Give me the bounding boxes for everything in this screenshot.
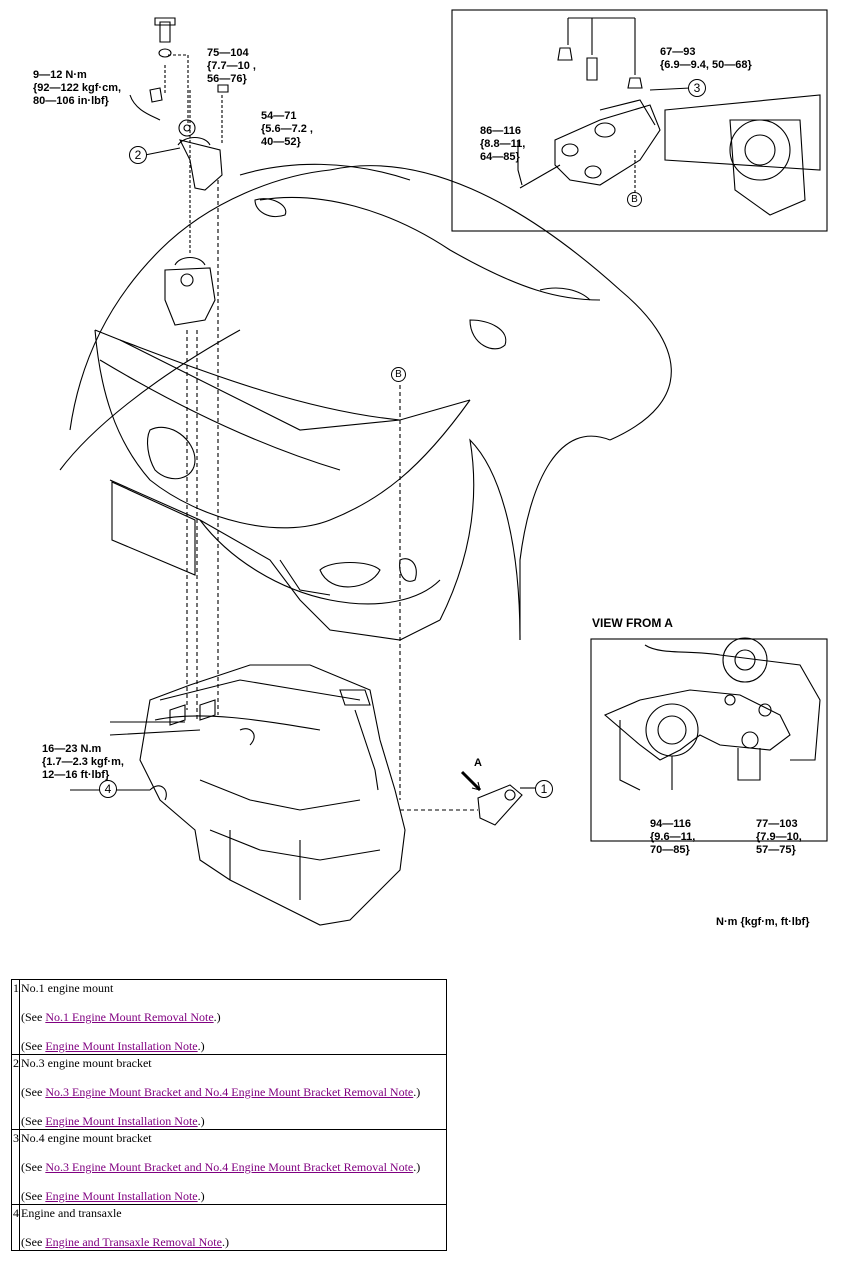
note-prefix: (See: [21, 1039, 46, 1053]
note-link[interactable]: No.3 Engine Mount Bracket and No.4 Engin…: [45, 1085, 414, 1099]
note-suffix: .): [197, 1189, 205, 1203]
part-description: No.1 engine mount (See No.1 Engine Mount …: [19, 979, 447, 1055]
note-link[interactable]: Engine Mount Installation Note: [45, 1039, 198, 1053]
line-art: [59, 9, 828, 926]
note-suffix: .): [221, 1235, 229, 1249]
part-number: 2: [11, 1054, 20, 1130]
arrow-a-label: A: [474, 757, 482, 769]
part-name: No.4 engine mount bracket: [21, 1131, 152, 1145]
torque-label-nut-top: 54—71{5.6—7.2 ,40—52}: [261, 110, 313, 148]
inset-frame-view-a: [590, 638, 828, 842]
part-note: (See Engine Mount Installation Note.): [21, 1189, 446, 1204]
part-number: 4: [11, 1204, 20, 1251]
part-name: Engine and transaxle: [21, 1206, 122, 1220]
view-from-a-heading: VIEW FROM A: [592, 616, 673, 630]
note-link[interactable]: Engine Mount Installation Note: [45, 1189, 198, 1203]
torque-label-view-a-left: 94—116{9.6—11,70—85}: [650, 818, 696, 856]
engine-mount-mid: [164, 256, 216, 326]
view-a-parts: [603, 637, 821, 791]
note-prefix: (See: [21, 1010, 46, 1024]
callout-3: 3: [688, 79, 706, 97]
part-note: (See No.3 Engine Mount Bracket and No.4 …: [21, 1160, 446, 1175]
mount-bracket-top: [129, 17, 229, 255]
note-prefix: (See: [21, 1235, 46, 1249]
part-name: No.1 engine mount: [21, 981, 114, 995]
part-note: (See Engine Mount Installation Note.): [21, 1114, 446, 1129]
note-suffix: .): [413, 1160, 421, 1174]
callout-4: 4: [99, 780, 117, 798]
note-link[interactable]: No.3 Engine Mount Bracket and No.4 Engin…: [45, 1160, 414, 1174]
torque-label-ground-bolt: 9—12 N·m{92—122 kgf·cm,80—106 in·lbf}: [33, 69, 122, 107]
note-suffix: .): [197, 1114, 205, 1128]
note-link[interactable]: Engine and Transaxle Removal Note: [45, 1235, 222, 1249]
torque-label-engine-bolts: 16—23 N.m{1.7—2.3 kgf·m,12—16 ft·lbf}: [42, 743, 124, 781]
part-note: (See Engine and Transaxle Removal Note.): [21, 1235, 446, 1250]
torque-label-view-a-right: 77—103{7.9—10,57—75}: [756, 818, 802, 856]
part-name: No.3 engine mount bracket: [21, 1056, 152, 1070]
part-description: No.3 engine mount bracket (See No.3 Engin…: [19, 1054, 447, 1130]
note-prefix: (See: [21, 1189, 46, 1203]
torque-label-bolt-top: 75—104{7.7—10 ,56—76}: [207, 47, 256, 85]
callout-1: 1: [535, 780, 553, 798]
note-prefix: (See: [21, 1114, 46, 1128]
note-suffix: .): [197, 1039, 205, 1053]
ref-b-inset: B: [627, 192, 642, 207]
inset-frame-top: [451, 9, 828, 232]
leader-lines: [70, 87, 691, 791]
engine-mount-diagram: 75—104{7.7—10 ,56—76} 9—12 N·m{92—122 kg…: [33, 9, 828, 928]
torque-label-inset-bolt: 86—116{8.8—11,64—85}: [480, 125, 526, 163]
engine-block: [139, 664, 406, 926]
part-note: (See Engine Mount Installation Note.): [21, 1039, 446, 1054]
note-prefix: (See: [21, 1085, 46, 1099]
part-note: (See No.3 Engine Mount Bracket and No.4 …: [21, 1085, 446, 1100]
ref-b-main: B: [391, 367, 406, 382]
engine-mount-no1: [460, 770, 523, 826]
part-description: Engine and transaxle (See Engine and Tran…: [19, 1204, 447, 1251]
note-link[interactable]: No.1 Engine Mount Removal Note: [45, 1010, 214, 1024]
inset-parts: [519, 17, 821, 216]
part-note: (See No.1 Engine Mount Removal Note.): [21, 1010, 446, 1025]
guide-lines: [186, 180, 478, 811]
part-description: No.4 engine mount bracket (See No.3 Engin…: [19, 1129, 447, 1205]
note-suffix: .): [213, 1010, 221, 1024]
note-suffix: .): [413, 1085, 421, 1099]
part-number: 3: [11, 1129, 20, 1205]
part-number: 1: [11, 979, 20, 1055]
car-body: [59, 163, 672, 641]
note-prefix: (See: [21, 1160, 46, 1174]
torque-label-inset-nuts: 67—93{6.9—9.4, 50—68}: [660, 46, 752, 71]
units-legend: N·m {kgf·m, ft·lbf}: [716, 916, 810, 928]
note-link[interactable]: Engine Mount Installation Note: [45, 1114, 198, 1128]
callout-2: 2: [129, 146, 147, 164]
